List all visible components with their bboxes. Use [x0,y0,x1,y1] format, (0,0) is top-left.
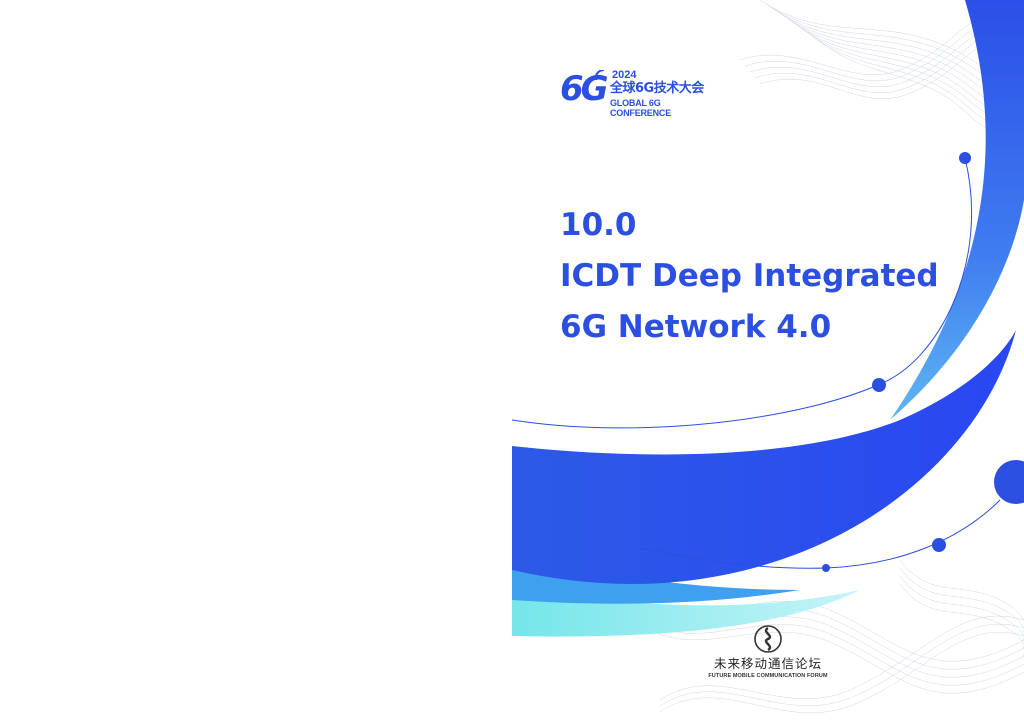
forum-emblem-icon [754,625,782,653]
orbit-dot [932,538,946,552]
title-line-1: 10.0 [560,207,637,243]
light-blue-band [512,556,800,604]
title-line-2: ICDT Deep Integrated [560,258,939,294]
wave-lines-bottom [639,559,1024,714]
conference-logo: 6G 2024 全球6G技术大会 GLOBAL 6G CONFERENCE [560,68,720,119]
orbit-dot [959,152,971,164]
title-line-3: 6G Network 4.0 [560,309,832,345]
main-blue-band [512,330,1016,584]
right-swoosh [890,0,1024,420]
conference-year: 2024 [612,69,637,81]
orbit-dot-large [994,460,1024,504]
logo-6g-mark: 6G [560,69,609,109]
signal-waves-icon [595,70,605,81]
forum-name-cn: 未来移动通信论坛 [713,656,822,671]
document-title: 10.0 ICDT Deep Integrated 6G Network 4.0 [560,200,960,353]
forum-name-en: FUTURE MOBILE COMMUNICATION FORUM [708,673,828,679]
orbit-dot [872,378,886,392]
conference-name-cn: 全球6G技术大会 [610,81,704,96]
conference-name-en: GLOBAL 6G CONFERENCE [610,98,672,118]
forum-logo: 未来移动通信论坛 FUTURE MOBILE COMMUNICATION FOR… [706,624,830,680]
wave-lines-top [739,0,1024,135]
cyan-band [512,586,860,637]
orbit-dot [822,564,830,572]
